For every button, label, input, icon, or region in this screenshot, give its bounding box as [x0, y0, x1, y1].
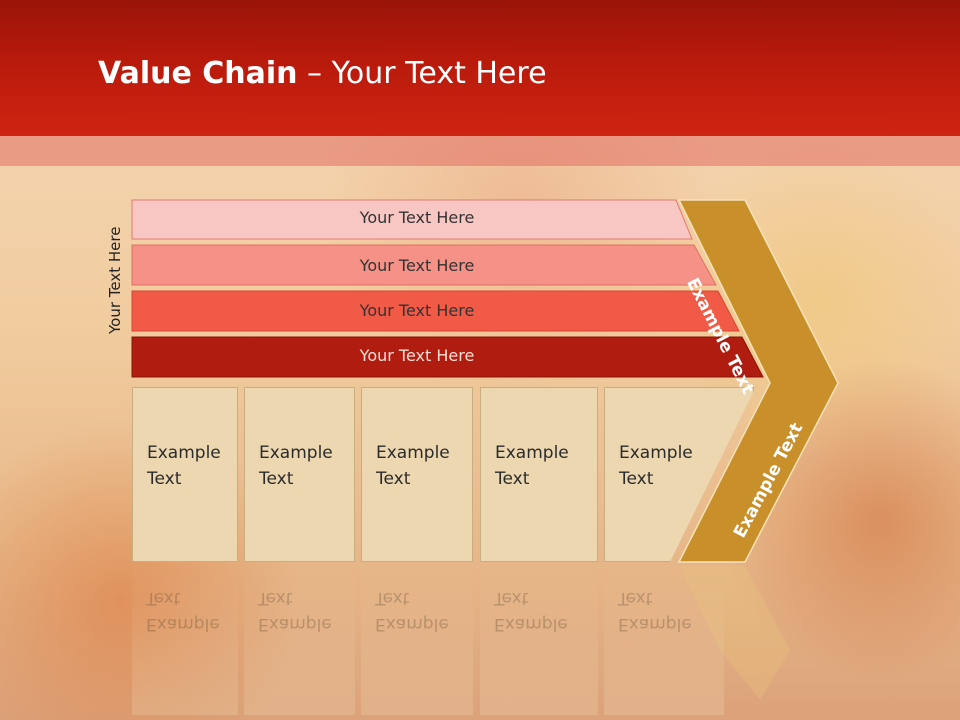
box-2-line-2: Text — [259, 469, 294, 489]
box-5-line-2: Text — [619, 469, 654, 489]
title-bold: Value Chain — [98, 56, 298, 91]
row-label-3: Your Text Here — [359, 301, 475, 320]
value-chevron — [677, 199, 839, 563]
box-1-line-1: Example — [147, 443, 221, 463]
row-bar-3 — [131, 290, 740, 332]
box-2-line-1: Example — [259, 443, 333, 463]
box-5-line-1: Example — [619, 443, 693, 463]
page-title: Value Chain – Your Text Here — [98, 56, 547, 91]
row-label-2: Your Text Here — [359, 256, 475, 275]
row-label-1: Your Text Here — [359, 208, 475, 227]
box-4-line-1: Example — [495, 443, 569, 463]
box-3-line-2: Text — [376, 469, 411, 489]
box-1-line-2: Text — [147, 469, 182, 489]
header-bar — [0, 0, 960, 136]
row-bar-2 — [131, 244, 717, 286]
row-bar-1 — [131, 199, 693, 240]
header-band — [0, 136, 960, 166]
chevron-reflection — [679, 566, 790, 700]
box-3-line-1: Example — [376, 443, 450, 463]
title-rest: – Your Text Here — [297, 56, 547, 91]
box-4-line-2: Text — [495, 469, 530, 489]
row-label-4: Your Text Here — [359, 346, 475, 365]
row-bar-4 — [131, 336, 764, 378]
